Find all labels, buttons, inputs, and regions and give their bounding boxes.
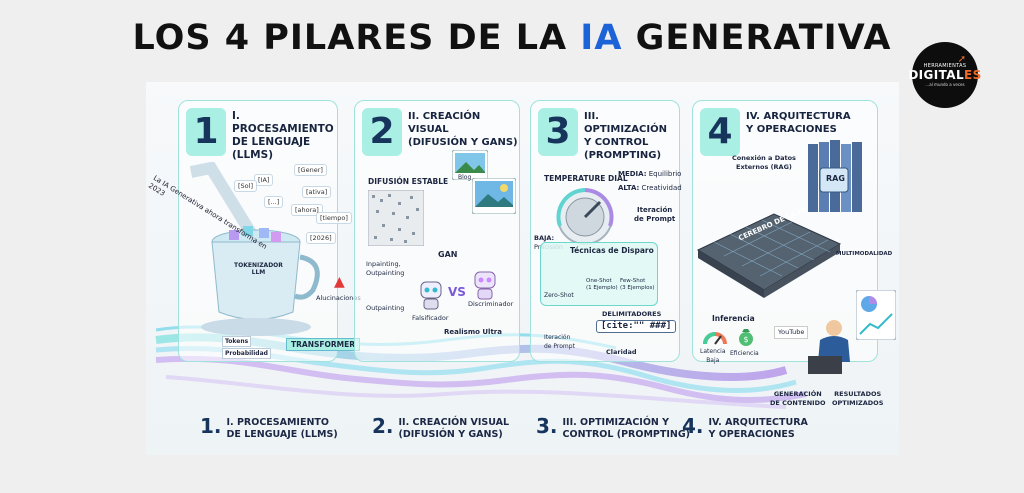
bottom-label-1: 1. I. PROCESAMIENTO DE LENGUAJE (LLMS)	[200, 415, 338, 441]
clarity-label: Claridad	[606, 348, 637, 356]
forger-label: Falsificador	[412, 314, 449, 322]
bottom-text-4: IV. ARQUITECTURA Y OPERACIONES	[708, 417, 808, 440]
title-part-2: GENERATIVA	[622, 18, 892, 58]
logo-main-text: DIGITALES	[908, 68, 982, 82]
token-chip-7: [2026]	[306, 232, 336, 244]
money-bag-icon: $	[739, 329, 753, 346]
gauge-icon	[703, 332, 727, 345]
iteration-bottom-label: Iteración de Prompt	[544, 334, 575, 350]
youtube-label: YouTube	[774, 326, 809, 339]
bottom-number-3: 3.	[536, 414, 558, 438]
brand-logo[interactable]: ➚ HERRAMIENTAS DIGITALES ...al mundo a v…	[908, 42, 981, 108]
results-chart-icon	[856, 290, 896, 340]
forger-robot-icon	[420, 281, 442, 310]
books-icon	[808, 140, 862, 212]
landscape-image-icon	[472, 178, 516, 214]
pillar-1-heading: I. PROCESAMIENTO DE LENGUAJE (LLMS)	[232, 110, 334, 161]
bottom-label-2: 2. II. CREACIÓN VISUAL (DIFUSIÓN Y GANS)	[372, 415, 509, 441]
bottom-text-3: III. OPTIMIZACIÓN Y CONTROL (PROMPTING)	[562, 417, 690, 440]
media-label: MEDIA: Equilibrio	[618, 170, 682, 178]
few-shot-label: Few-Shot (3 Ejemplos)	[620, 278, 655, 291]
pillar-3-heading: III. OPTIMIZACIÓN Y CONTROL (PROMPTING)	[584, 111, 667, 161]
pillar-3-number: 3	[538, 108, 578, 156]
discriminator-label: Discriminador	[468, 300, 514, 308]
blog-label: Blog	[458, 174, 472, 181]
shot-techniques-box	[540, 242, 658, 306]
bottom-label-4: 4. IV. ARQUITECTURA Y OPERACIONES	[682, 415, 808, 441]
token-chip-4: [ativa]	[302, 186, 332, 198]
gan-label: GAN	[438, 250, 458, 259]
vs-label: VS	[448, 285, 466, 299]
logo-tagline: ...al mundo a veces	[925, 82, 965, 87]
latency-label: Latencia Baja	[700, 348, 726, 364]
rag-book-label: RAG	[826, 174, 845, 183]
photo-icon	[452, 150, 488, 180]
outpainting-label: Outpainting	[366, 304, 405, 312]
probability-label: Probabilidad	[222, 348, 271, 359]
bottom-label-3: 3. III. OPTIMIZACIÓN Y CONTROL (PROMPTIN…	[536, 415, 690, 441]
token-chip-1: [Gener]	[294, 164, 327, 176]
alarm-icon: ▲	[334, 274, 345, 290]
bottom-number-4: 4.	[682, 414, 704, 438]
svg-text:$: $	[743, 335, 748, 344]
token-chip-5: [ahora]	[291, 204, 323, 216]
results-label: RESULTADOS OPTIMIZADOS	[832, 390, 884, 407]
rocket-icon: ➚	[957, 54, 966, 65]
title-part-1: LOS 4 PILARES DE LA	[132, 18, 581, 58]
pillar-4-heading: IV. ARQUITECTURA Y OPERACIONES	[746, 111, 851, 135]
bottom-text-1: I. PROCESAMIENTO DE LENGUAJE (LLMS)	[226, 417, 338, 440]
zero-shot-label: Zero-Shot	[544, 292, 574, 299]
user-laptop-icon	[808, 320, 850, 374]
inpainting-label: Inpainting, Outpainting	[366, 260, 405, 277]
title-accent: IA	[580, 18, 623, 58]
rag-label: Conexión a Datos Externos (RAG)	[732, 154, 796, 171]
realism-label: Realismo Ultra	[444, 328, 502, 336]
content-gen-label: GENERACIÓN DE CONTENIDO	[770, 390, 826, 407]
token-chip-6: [tiempo]	[316, 212, 352, 224]
iteration-top-label: Iteración de Prompt	[634, 206, 676, 223]
logo-top-text: HERRAMIENTAS	[923, 63, 967, 69]
pillar-2-heading: II. CREACIÓN VISUAL (DIFUSIÓN Y GANS)	[408, 111, 518, 148]
pillar-2-number: 2	[362, 108, 402, 156]
delimiters-code: [cite:"" ###]	[596, 320, 677, 333]
diffusion-label: DIFUSIÓN ESTABLE	[368, 177, 449, 186]
delimiters-label: DELIMITADORES	[602, 310, 662, 318]
discriminator-robot-icon	[474, 271, 496, 300]
pillar-1-number: 1	[186, 108, 226, 156]
temperature-dial-icon	[556, 188, 614, 245]
hallucination-label: Alucinaciones	[316, 294, 361, 302]
token-chip-8: [...]	[264, 196, 284, 208]
efficiency-label: Eficiencia	[730, 350, 759, 357]
ai-brain-server-icon	[696, 213, 842, 298]
transformer-label: TRANSFORMER	[286, 338, 361, 351]
bottom-number-2: 2.	[372, 414, 394, 438]
tokens-label: Tokens	[222, 336, 252, 347]
one-shot-label: One-Shot (1 Ejemplo)	[586, 278, 618, 291]
token-chip-3: [Sol]	[234, 180, 257, 192]
pillar-4-number: 4	[700, 108, 740, 156]
shots-title: Técnicas de Disparo	[570, 246, 654, 255]
dial-title: TEMPERATURE DIAL	[544, 174, 628, 183]
page-title: LOS 4 PILARES DE LA IA GENERATIVA	[0, 18, 1024, 58]
cup-label: TOKENIZADOR LLM	[234, 262, 283, 276]
infographic-image: 1 I. PROCESAMIENTO DE LENGUAJE (LLMS) La…	[146, 82, 899, 455]
bottom-text-2: II. CREACIÓN VISUAL (DIFUSIÓN Y GANS)	[398, 417, 510, 440]
multimodal-label: MULTIMODALIDAD	[836, 251, 893, 257]
inference-label: Inferencia	[712, 314, 755, 323]
tokenizer-cup-icon	[189, 162, 320, 336]
bottom-number-1: 1.	[200, 414, 222, 438]
alta-label: ALTA: Creatividad	[618, 184, 682, 192]
noise-image-icon	[368, 190, 424, 246]
